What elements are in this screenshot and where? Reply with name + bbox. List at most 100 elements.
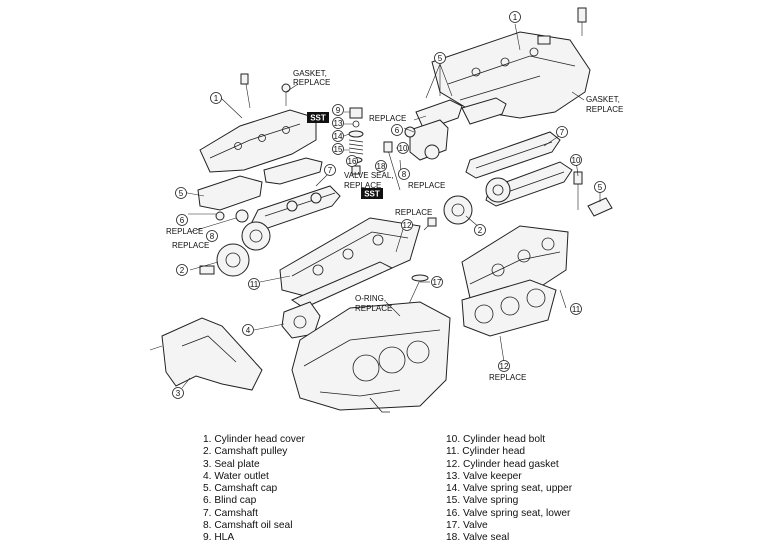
left-cylinder-head-cover — [199, 73, 317, 173]
legend-item: 2. Camshaft pulley — [203, 446, 288, 458]
svg-text:2: 2 — [180, 266, 185, 275]
svg-text:9: 9 — [336, 106, 341, 115]
callout-10-right: 10 — [570, 154, 582, 166]
left-camshaft-assembly — [197, 157, 341, 277]
callout-12-right: 12 — [498, 360, 510, 372]
label-valve-seal-2: REPLACE — [344, 181, 381, 190]
svg-text:8: 8 — [210, 232, 215, 241]
label-oring-1: O-RING, — [355, 294, 386, 303]
callout-5-right: 5 — [594, 181, 606, 193]
svg-text:6: 6 — [180, 216, 185, 225]
callout-10-center: 10 — [397, 142, 409, 154]
svg-text:12: 12 — [403, 221, 412, 230]
callout-14: 14 — [332, 130, 344, 142]
callout-12-center: 12 — [401, 219, 413, 231]
callout-2-right: 2 — [474, 224, 486, 236]
label-gasket-replace-right-2: REPLACE — [586, 105, 623, 114]
legend-item: 13. Valve keeper — [446, 470, 522, 482]
callout-15: 15 — [332, 143, 344, 155]
callout-6-right: 6 — [391, 124, 403, 136]
legend-item: 8. Camshaft oil seal — [203, 520, 293, 532]
legend-item: 14. Valve spring seat, upper — [446, 483, 573, 495]
callout-1-right: 1 — [509, 11, 521, 23]
callout-11-right: 11 — [570, 303, 582, 315]
parts-legend-right: 10. Cylinder head bolt 11. Cylinder head… — [446, 434, 572, 545]
callout-17: 17 — [431, 276, 443, 288]
svg-text:3: 3 — [176, 389, 181, 398]
label-gasket-replace-left-1: GASKET, — [293, 69, 327, 78]
legend-item: 15. Valve spring — [446, 495, 519, 507]
svg-text:10: 10 — [399, 144, 408, 153]
callout-2-left: 2 — [176, 264, 188, 276]
svg-text:18: 18 — [377, 162, 386, 171]
sst-tag-lower: SST — [361, 188, 383, 199]
svg-text:5: 5 — [179, 189, 184, 198]
label-replace-oil-seal-right: REPLACE — [408, 181, 445, 190]
callout-7-right: 7 — [556, 126, 568, 138]
label-oring-2: REPLACE — [355, 304, 392, 313]
legend-item: 7. Camshaft — [203, 507, 258, 519]
legend-item: 6. Blind cap — [203, 495, 257, 507]
svg-text:1: 1 — [214, 94, 219, 103]
callout-13: 13 — [332, 117, 344, 129]
svg-text:6: 6 — [395, 126, 400, 135]
callout-8-right: 8 — [398, 168, 410, 180]
svg-text:11: 11 — [572, 305, 581, 314]
label-replace-oil-seal-left: REPLACE — [172, 241, 209, 250]
svg-text:7: 7 — [560, 128, 565, 137]
callout-4: 4 — [242, 324, 254, 336]
svg-text:4: 4 — [246, 326, 251, 335]
label-replace-blind-cap-left: REPLACE — [166, 227, 203, 236]
callout-3: 3 — [172, 387, 184, 399]
label-gasket-replace-right-1: GASKET, — [586, 95, 620, 104]
right-cylinder-head-cover — [431, 7, 591, 119]
svg-text:14: 14 — [334, 132, 343, 141]
svg-text:2: 2 — [478, 226, 483, 235]
svg-text:10: 10 — [572, 156, 581, 165]
label-valve-seal-1: VALVE SEAL, — [344, 171, 394, 180]
legend-item: 10. Cylinder head bolt — [446, 434, 546, 445]
svg-text:15: 15 — [334, 145, 343, 154]
svg-text:11: 11 — [250, 280, 259, 289]
right-camshaft-assembly — [404, 97, 613, 225]
legend-item: 16. Valve spring seat, lower — [446, 507, 571, 519]
label-gasket-replace-left-2: REPLACE — [293, 78, 330, 87]
svg-text:7: 7 — [328, 166, 333, 175]
label-replace-center: REPLACE — [395, 208, 432, 217]
legend-item: 4. Water outlet — [203, 470, 269, 482]
callout-18: 18 — [375, 160, 387, 172]
legend-item: 9. HLA — [203, 532, 235, 544]
label-replace-blind-cap: REPLACE — [369, 114, 406, 123]
svg-text:8: 8 — [402, 170, 407, 179]
callout-16: 16 — [346, 155, 358, 167]
legend-item: 3. Seal plate — [203, 458, 260, 470]
callout-8-left: 8 — [206, 230, 218, 242]
svg-text:17: 17 — [433, 278, 442, 287]
legend-item: 5. Camshaft cap — [203, 483, 278, 495]
svg-text:SST: SST — [310, 114, 326, 123]
callout-1-left: 1 — [210, 92, 222, 104]
callout-7-left: 7 — [324, 164, 336, 176]
callout-5-top: 5 — [434, 52, 446, 64]
sst-tag-upper: SST — [307, 112, 329, 123]
svg-text:SST: SST — [364, 190, 380, 199]
left-cylinder-head — [279, 217, 421, 309]
label-replace-gasket: REPLACE — [489, 373, 526, 382]
legend-item: 11. Cylinder head — [446, 446, 526, 458]
legend-item: 12. Cylinder head gasket — [446, 458, 559, 470]
svg-text:5: 5 — [438, 54, 443, 63]
svg-text:13: 13 — [334, 119, 343, 128]
svg-text:12: 12 — [500, 362, 509, 371]
legend-item: 1. Cylinder head cover — [203, 434, 305, 445]
callout-6-left: 6 — [176, 214, 188, 226]
callout-5-left: 5 — [175, 187, 187, 199]
exploded-engine-diagram: SST SST 1 1 5 5 5 6 6 7 7 8 8 2 2 9 13 1… — [149, 7, 623, 413]
legend-item: 17. Valve — [446, 520, 488, 532]
legend-item: 18. Valve seal — [446, 532, 510, 544]
right-cylinder-head-gasket — [461, 279, 557, 337]
callout-9: 9 — [332, 104, 344, 116]
svg-text:16: 16 — [348, 157, 357, 166]
parts-legend-left: 1. Cylinder head cover 2. Camshaft pulle… — [203, 434, 305, 545]
engine-block — [291, 301, 451, 413]
svg-text:5: 5 — [598, 183, 603, 192]
